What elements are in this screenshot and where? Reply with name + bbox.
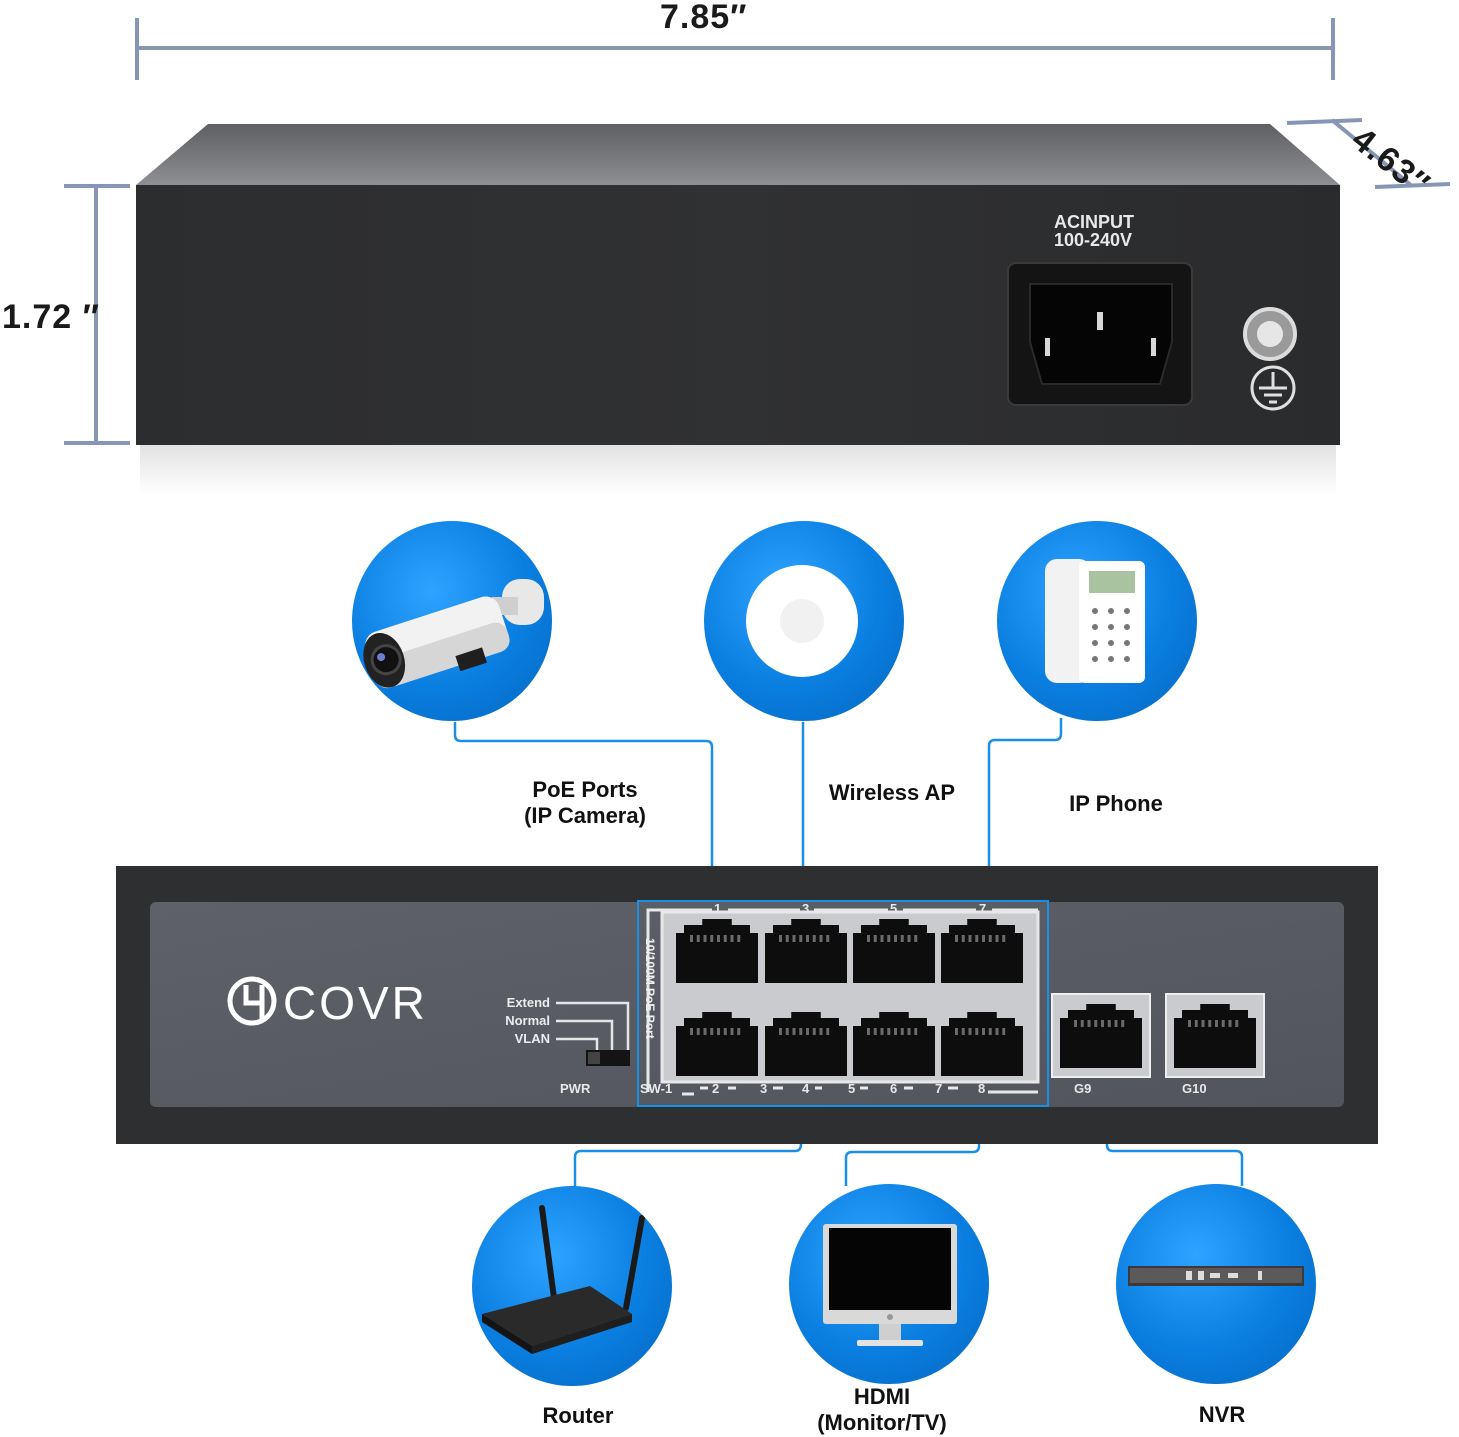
nvr-label: NVR xyxy=(1162,1402,1282,1428)
poe-port-bottom-1 xyxy=(676,1012,758,1076)
port-mode-labels: Extend Normal VLAN xyxy=(490,994,550,1048)
height-dimension: 1.72 ″ xyxy=(2,298,100,336)
nvr-icon xyxy=(1128,1266,1304,1286)
ip-phone-icon xyxy=(1045,559,1145,683)
port-number-5: 5 xyxy=(890,901,898,916)
port-number-3b: 3 xyxy=(760,1081,768,1096)
hdmi-label: HDMI (Monitor/TV) xyxy=(792,1384,972,1436)
poe-port-bottom-3 xyxy=(853,1012,935,1076)
port-number-1: 1 xyxy=(714,901,722,916)
mode-extend-label: Extend xyxy=(506,995,550,1010)
router-circle xyxy=(472,1186,672,1386)
poe-port-top-2 xyxy=(765,919,847,983)
ac-input-line2: 100-240V xyxy=(1054,230,1133,250)
port-number-8: 8 xyxy=(978,1081,986,1096)
mode-vlan-label: VLAN xyxy=(514,1031,550,1046)
router-label-line1: Router xyxy=(542,1403,614,1428)
hdmi-label-line2: (Monitor/TV) xyxy=(817,1410,947,1435)
ip-camera-label-line2: (IP Camera) xyxy=(524,803,646,828)
hdmi-circle xyxy=(789,1184,989,1384)
pwr-label: PWR xyxy=(560,1081,591,1096)
wireless-ap-label: Wireless AP xyxy=(810,780,974,806)
switch-rear-view xyxy=(136,124,1340,495)
uplink-label-g9: G9 xyxy=(1074,1081,1092,1096)
port-number-7b: 7 xyxy=(935,1081,943,1096)
port-number-2: 2 xyxy=(712,1081,720,1096)
uplink-port-g9 xyxy=(1060,1004,1142,1068)
mode-normal-label: Normal xyxy=(505,1013,550,1028)
port-number-7: 7 xyxy=(979,901,987,916)
ac-input-label: ACINPUT 100-240V xyxy=(1054,213,1134,249)
poe-port-bottom-2 xyxy=(765,1012,847,1076)
covr-logo-icon xyxy=(227,976,277,1026)
router-icon xyxy=(482,1205,645,1354)
poe-port-top-1 xyxy=(676,919,758,983)
brand-logo: COVR xyxy=(283,977,428,1029)
ip-camera-circle xyxy=(352,521,552,721)
ip-camera-label: PoE Ports (IP Camera) xyxy=(500,777,670,829)
wireless-ap-circle xyxy=(704,521,904,721)
port-number-sw1: SW-1 xyxy=(640,1081,673,1096)
ac-input-line1: ACINPUT xyxy=(1054,212,1134,232)
wireless-ap-icon xyxy=(746,565,858,677)
ip-camera-icon xyxy=(363,579,544,689)
hdmi-label-line1: HDMI xyxy=(853,1384,911,1409)
uplink-label-g10: G10 xyxy=(1182,1081,1207,1096)
poe-port-top-4 xyxy=(941,919,1023,983)
port-number-3: 3 xyxy=(802,901,810,916)
poe-port-bottom-4 xyxy=(941,1012,1023,1076)
nvr-circle xyxy=(1116,1184,1316,1384)
uplink-port-g10 xyxy=(1174,1004,1256,1068)
width-dimension: 7.85″ xyxy=(660,0,748,36)
wireless-ap-label-line1: Wireless AP xyxy=(828,780,956,805)
switch-front-view xyxy=(116,866,1378,1144)
port-number-5b: 5 xyxy=(848,1081,856,1096)
ip-phone-label-line1: IP Phone xyxy=(1069,791,1163,816)
ip-camera-label-line1: PoE Ports xyxy=(532,777,638,802)
ip-phone-label: IP Phone xyxy=(1046,791,1186,817)
port-number-6: 6 xyxy=(890,1081,898,1096)
ip-phone-circle xyxy=(997,521,1197,721)
monitor-icon xyxy=(823,1224,957,1346)
poe-side-label: 10/100M PoE Port xyxy=(643,938,657,1039)
port-number-4: 4 xyxy=(802,1081,810,1096)
poe-port-top-3 xyxy=(853,919,935,983)
router-label: Router xyxy=(508,1403,648,1429)
nvr-label-line1: NVR xyxy=(1198,1402,1246,1427)
